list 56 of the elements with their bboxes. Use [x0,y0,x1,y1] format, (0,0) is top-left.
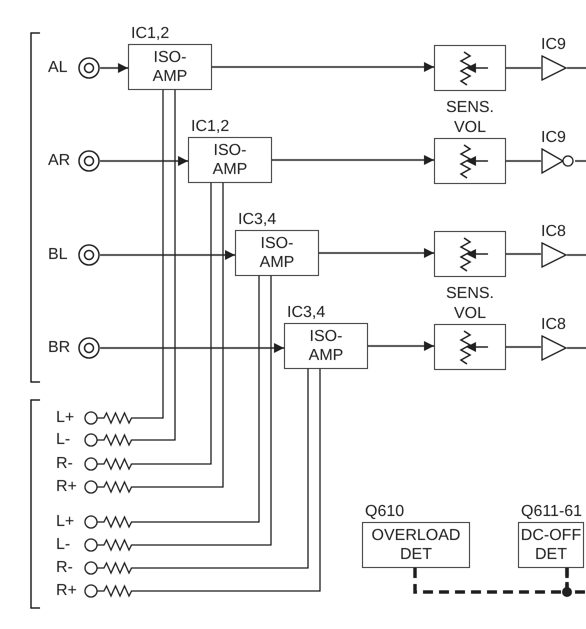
wire [567,254,586,256]
wire [140,183,212,465]
chip-label: IC3,4 [237,210,276,230]
amplifier-block: ISO- AMP [235,230,319,276]
chip-label: Q610 [364,502,404,522]
arrow [100,250,235,260]
chip-label: Q611-61 [520,502,582,522]
chip-label: IC3,4 [286,303,326,323]
wire [506,253,541,255]
detector-block: DC-OFF DET [518,522,584,568]
jack-label: BL [48,245,69,265]
arrow [100,156,188,166]
amplifier-block: ISO- AMP [284,323,368,369]
chip-label: IC1,2 [130,24,170,44]
jack-label: AL [48,58,69,78]
arrow [100,343,284,353]
wire [140,276,260,523]
wire [140,90,164,419]
jack-label: BR [48,338,72,358]
wire [506,160,541,162]
amplifier-block: ISO- AMP [188,137,272,183]
amplifier-block: ISO- AMP [128,44,212,90]
arrow [212,62,434,72]
terminal-label: R- [56,454,74,474]
terminal-label: R- [56,558,74,578]
wire [140,369,321,592]
wire [140,90,176,441]
wire [567,347,586,349]
wire [506,67,541,69]
arrow [100,63,128,73]
wire [140,183,224,488]
terminal-label: R+ [56,581,78,601]
detector-block: OVERLOAD DET [362,522,470,568]
terminal-label: L- [56,535,72,555]
chip-label: IC9 [541,35,566,55]
terminal-label: L+ [56,512,76,532]
arrow [368,341,434,351]
chip-label: IC8 [541,315,566,335]
chip-label: IC8 [541,222,566,242]
block-label: SENS. VOL [444,284,495,324]
terminal-label: L+ [56,408,76,428]
terminal-label: R+ [56,477,78,497]
chip-label: IC9 [541,128,566,148]
wire [140,276,272,546]
wire [575,160,586,162]
wire [567,67,586,69]
chip-label: IC1,2 [190,117,230,137]
wire [140,369,309,569]
block-label: SENS. VOL [444,98,495,138]
dashed-line [565,568,586,594]
jack-label: AR [48,151,72,171]
dashed-line [413,568,569,594]
arrow [319,248,434,258]
wire [506,346,541,348]
arrow [272,155,434,165]
terminal-label: L- [56,430,72,450]
